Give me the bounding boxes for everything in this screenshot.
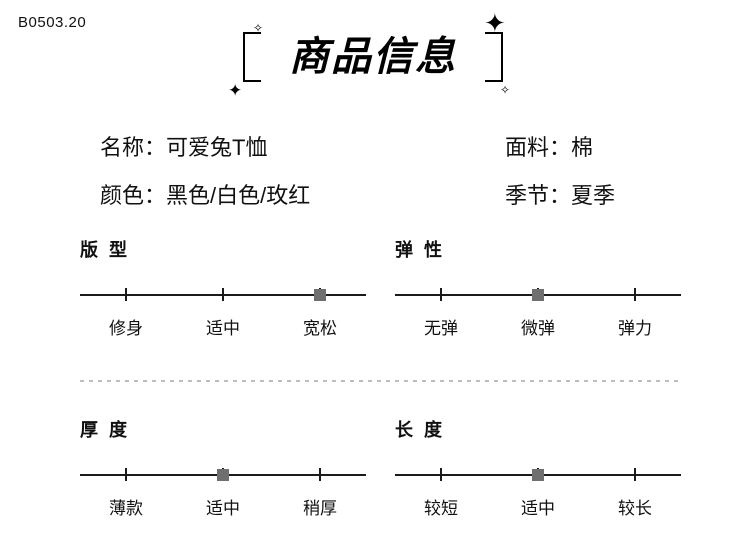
info-label: 名称： bbox=[100, 135, 167, 160]
scale-label: 稍厚 bbox=[303, 499, 337, 518]
attribute-scale bbox=[80, 468, 366, 482]
scale-label: 弹力 bbox=[618, 319, 652, 338]
attribute-title: 版 型 bbox=[80, 240, 131, 260]
attribute-scale bbox=[80, 288, 366, 302]
attribute-title: 厚 度 bbox=[80, 420, 131, 440]
scale-tick bbox=[440, 288, 442, 301]
scale-tick bbox=[125, 468, 127, 481]
sparkle-icon: ✦ bbox=[228, 81, 243, 100]
scale-label: 宽松 bbox=[303, 319, 337, 338]
attribute-elasticity: 弹 性 无弹 微弹 弹力 bbox=[395, 236, 685, 338]
scale-label: 修身 bbox=[109, 319, 143, 338]
scale-marker bbox=[532, 289, 544, 301]
scale-tick bbox=[634, 288, 636, 301]
attribute-title: 弹 性 bbox=[395, 240, 446, 260]
info-value: 黑色/白色/玫红 bbox=[166, 183, 311, 208]
scale-marker bbox=[217, 469, 229, 481]
scale-label: 适中 bbox=[206, 319, 240, 338]
info-cell-material: 面料：棉 bbox=[505, 130, 593, 162]
scale-labels: 较短 适中 较长 bbox=[395, 494, 681, 518]
scale-label: 较短 bbox=[424, 499, 458, 518]
info-value: 可爱兔T恤 bbox=[166, 135, 268, 160]
info-table: 名称：可爱兔T恤 面料：棉 颜色：黑色/白色/玫红 季节：夏季 bbox=[0, 130, 750, 226]
title-block: 商品信息 bbox=[243, 26, 503, 88]
product-code: B0503.20 bbox=[18, 14, 87, 31]
scale-labels: 薄款 适中 稍厚 bbox=[80, 494, 366, 518]
attribute-length: 长 度 较短 适中 较长 bbox=[395, 416, 685, 518]
section-divider bbox=[80, 380, 680, 382]
scale-labels: 无弹 微弹 弹力 bbox=[395, 314, 681, 338]
scale-tick bbox=[222, 288, 224, 301]
info-value: 棉 bbox=[571, 135, 594, 160]
attribute-title: 长 度 bbox=[395, 420, 446, 440]
scale-tick bbox=[634, 468, 636, 481]
bracket-top-left-icon bbox=[243, 32, 261, 82]
attribute-fit: 版 型 修身 适中 宽松 bbox=[80, 236, 370, 338]
scale-tick bbox=[125, 288, 127, 301]
scale-marker bbox=[532, 469, 544, 481]
info-value: 夏季 bbox=[571, 183, 616, 208]
scale-label: 无弹 bbox=[424, 319, 458, 338]
info-label: 面料： bbox=[505, 135, 572, 160]
page-title: 商品信息 bbox=[289, 35, 457, 79]
scale-tick bbox=[440, 468, 442, 481]
bracket-top-right-icon bbox=[485, 32, 503, 82]
sparkle-icon: ✧ bbox=[500, 83, 511, 97]
attribute-scale bbox=[395, 468, 681, 482]
scale-label: 微弹 bbox=[521, 319, 555, 338]
info-label: 颜色： bbox=[100, 183, 167, 208]
info-cell-season: 季节：夏季 bbox=[505, 178, 615, 210]
sparkle-icon: ✦ bbox=[484, 8, 506, 38]
attribute-scale bbox=[395, 288, 681, 302]
scale-tick bbox=[319, 468, 321, 481]
scale-label: 薄款 bbox=[109, 499, 143, 518]
attribute-thickness: 厚 度 薄款 适中 稍厚 bbox=[80, 416, 370, 518]
scale-marker bbox=[314, 289, 326, 301]
sparkle-icon: ✧ bbox=[253, 21, 264, 35]
scale-label: 较长 bbox=[618, 499, 652, 518]
info-cell-color: 颜色：黑色/白色/玫红 bbox=[100, 178, 310, 210]
info-cell-name: 名称：可爱兔T恤 bbox=[100, 130, 267, 162]
scale-labels: 修身 适中 宽松 bbox=[80, 314, 366, 338]
info-label: 季节： bbox=[505, 183, 572, 208]
info-row: 名称：可爱兔T恤 面料：棉 bbox=[0, 130, 750, 178]
info-row: 颜色：黑色/白色/玫红 季节：夏季 bbox=[0, 178, 750, 226]
scale-label: 适中 bbox=[206, 499, 240, 518]
scale-label: 适中 bbox=[521, 499, 555, 518]
